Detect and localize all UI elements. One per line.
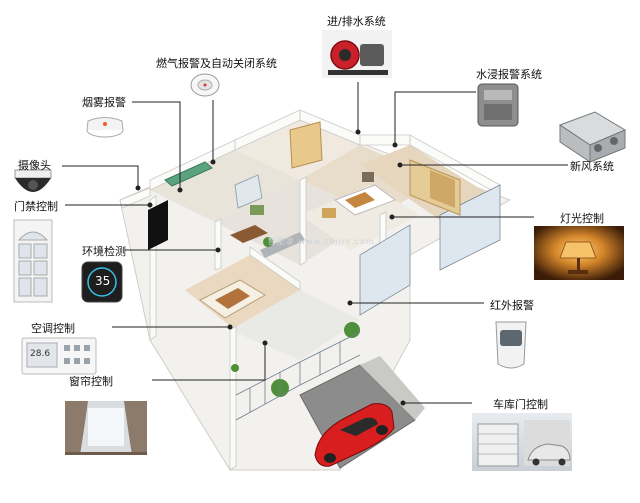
gas-detector-icon (190, 73, 220, 97)
lamp-scene-icon (534, 226, 624, 280)
water-leak-sensor-icon (477, 83, 519, 127)
red-car-icon (314, 403, 395, 467)
env-display: 35 (95, 274, 111, 288)
ac-display: 28.6 (30, 349, 51, 359)
light-label: 灯光控制 (560, 212, 604, 225)
connector-dots (135, 129, 406, 406)
garage-label: 车库门控制 (493, 398, 548, 411)
water-leak-label: 水浸报警系统 (476, 68, 542, 81)
security-camera-icon (14, 169, 52, 192)
pump-label: 进/排水系统 (327, 15, 386, 28)
ac-panel-icon (21, 337, 97, 375)
env-label: 环境检测 (82, 245, 126, 258)
ac-label: 空调控制 (31, 322, 75, 335)
smoke-detector-icon (86, 117, 124, 138)
curtain-label: 窗帘控制 (69, 375, 113, 388)
infrared-label: 红外报警 (490, 299, 534, 312)
connector-lines (62, 82, 568, 404)
water-pump-icon (322, 30, 392, 78)
garage-door-scene-icon (472, 413, 572, 471)
environment-sensor-icon (81, 261, 123, 303)
door-label: 门禁控制 (14, 200, 58, 213)
access-door-icon (13, 219, 53, 303)
watermark: 智能家 www.znjjrs.com (268, 237, 375, 246)
camera-label: 摄像头 (18, 159, 51, 172)
fresh-air-label: 新风系统 (570, 160, 614, 173)
gas-label: 燃气报警及自动关闭系统 (156, 57, 277, 70)
smoke-label: 烟雾报警 (82, 96, 126, 109)
infrared-sensor-icon (495, 321, 527, 369)
curtain-scene-icon (65, 401, 147, 455)
house-floor-plan (119, 109, 512, 471)
fresh-air-unit-icon (558, 111, 627, 163)
